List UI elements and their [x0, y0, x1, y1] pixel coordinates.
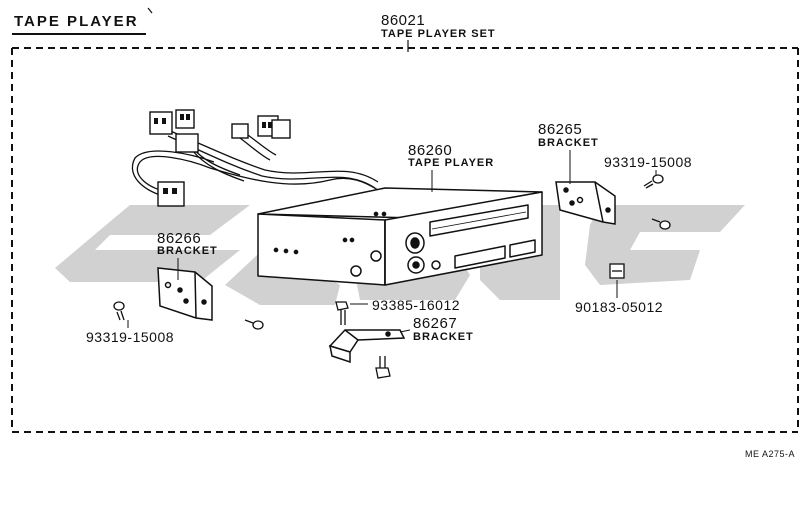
- tape-player-unit: [257, 187, 543, 286]
- diagram-code: ME A275-A: [745, 449, 796, 459]
- set-name: TAPE PLAYER SET: [381, 28, 496, 40]
- bracket-bottom-name: BRACKET: [413, 331, 474, 343]
- tape-player-part-number: 86260: [408, 142, 453, 159]
- bracket-left-part-number: 86266: [157, 230, 202, 247]
- screw-left-part-number: 93319-15008: [86, 329, 175, 345]
- screw-left: [113, 301, 125, 321]
- screw-right: [643, 174, 664, 189]
- clip-nut-part-number: 90183-05012: [575, 299, 664, 315]
- screw-right-part-number: 93319-15008: [604, 154, 693, 170]
- leader-86267: [399, 329, 411, 333]
- screw-left-lower: [244, 319, 264, 330]
- leader-lines: [127, 150, 657, 333]
- watermark-stroke-1: [55, 205, 250, 282]
- watermark-stroke-5: [585, 205, 745, 285]
- eject-button: [509, 239, 536, 258]
- section-title: TAPE PLAYER: [14, 13, 139, 30]
- title-tick: [147, 7, 153, 14]
- tape-player-name: TAPE PLAYER: [408, 157, 495, 169]
- bracket-right-part-number: 86265: [538, 121, 583, 138]
- set-part-number: 86021: [381, 12, 426, 29]
- bracket-right-name: BRACKET: [538, 137, 599, 149]
- bolt-center-part-number: 93385-16012: [372, 297, 461, 313]
- button-panel: [454, 245, 506, 269]
- bolt-bottom: [375, 356, 391, 379]
- screw-right-lower: [651, 218, 671, 230]
- bracket-left-name: BRACKET: [157, 245, 218, 257]
- bracket-bottom: [328, 329, 406, 364]
- set-boundary: [11, 47, 799, 433]
- bracket-right: [555, 181, 616, 225]
- bolt-center: [335, 301, 349, 325]
- harness-connector-pins: [154, 114, 272, 194]
- bracket-left: [157, 267, 213, 321]
- bracket-bottom-part-number: 86267: [413, 315, 458, 332]
- clip-nut: [609, 263, 625, 279]
